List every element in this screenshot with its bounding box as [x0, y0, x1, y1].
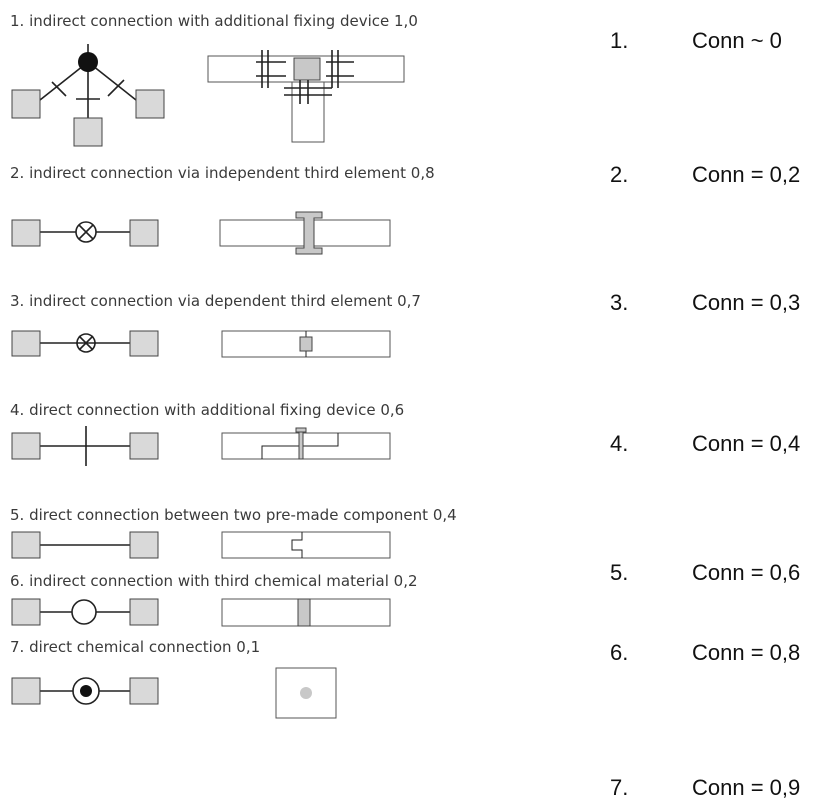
row4-graph-symbol: [11, 426, 159, 466]
fixing-screw: [298, 431, 304, 460]
number-6: 6.: [610, 640, 628, 665]
conn-2: Conn = 0,2: [692, 162, 800, 187]
element-box: [11, 330, 41, 357]
row3-component-drawing: [221, 330, 391, 358]
element-box: [129, 598, 159, 626]
dependent-third-element: [299, 336, 313, 352]
fixing-screw-head: [295, 427, 307, 433]
element-box: [129, 432, 159, 460]
number-1: 1.: [610, 28, 628, 53]
element-box: [129, 677, 159, 705]
conn-5: Conn = 0,6: [692, 560, 800, 585]
conn-7: Conn = 0,9: [692, 775, 800, 800]
caption-1: 1. indirect connection with additional f…: [10, 12, 418, 30]
element-box: [73, 117, 103, 147]
row6-graph-symbol: [11, 598, 159, 626]
row2-component-drawing: [219, 211, 391, 255]
conn-1: Conn ~ 0: [692, 28, 782, 53]
row1-component-drawing: [207, 50, 405, 143]
number-5: 5.: [610, 560, 628, 585]
fixing-device-node: [78, 52, 98, 72]
number-7: 7.: [610, 775, 628, 800]
element-box: [135, 89, 165, 119]
conn-4: Conn = 0,4: [692, 431, 800, 456]
row3-graph-symbol: [11, 330, 159, 357]
element-box: [11, 219, 41, 247]
number-2: 2.: [610, 162, 628, 187]
caption-7: 7. direct chemical connection 0,1: [10, 638, 260, 656]
element-box: [11, 677, 41, 705]
element-box: [129, 330, 159, 357]
caption-4: 4. direct connection with additional fix…: [10, 401, 404, 419]
row2-graph-symbol: [11, 219, 159, 247]
number-4: 4.: [610, 431, 628, 456]
caption-5: 5. direct connection between two pre-mad…: [10, 506, 457, 524]
caption-6: 6. indirect connection with third chemic…: [10, 572, 418, 590]
i-profile-third-element: [295, 211, 323, 255]
caption-3: 3. indirect connection via dependent thi…: [10, 292, 421, 310]
conn-3: Conn = 0,3: [692, 290, 800, 315]
element-box: [11, 432, 41, 460]
row7-graph-symbol: [11, 677, 159, 705]
row5-component-drawing: [221, 531, 391, 559]
element-box: [129, 219, 159, 247]
element-box: [11, 89, 41, 119]
caption-2: 2. indirect connection via independent t…: [10, 164, 435, 182]
chemical-bond-dot: [300, 687, 312, 699]
row6-component-drawing: [221, 598, 391, 627]
row5-graph-symbol: [11, 531, 159, 559]
element-box: [11, 598, 41, 626]
conn-6: Conn = 0,8: [692, 640, 800, 665]
element-box: [129, 531, 159, 559]
row4-component-drawing: [221, 427, 391, 460]
chemical-material: [297, 598, 311, 627]
row1-graph-symbol: [11, 44, 165, 147]
number-3: 3.: [610, 290, 628, 315]
element-box: [11, 531, 41, 559]
row7-component-drawing: [275, 667, 337, 719]
